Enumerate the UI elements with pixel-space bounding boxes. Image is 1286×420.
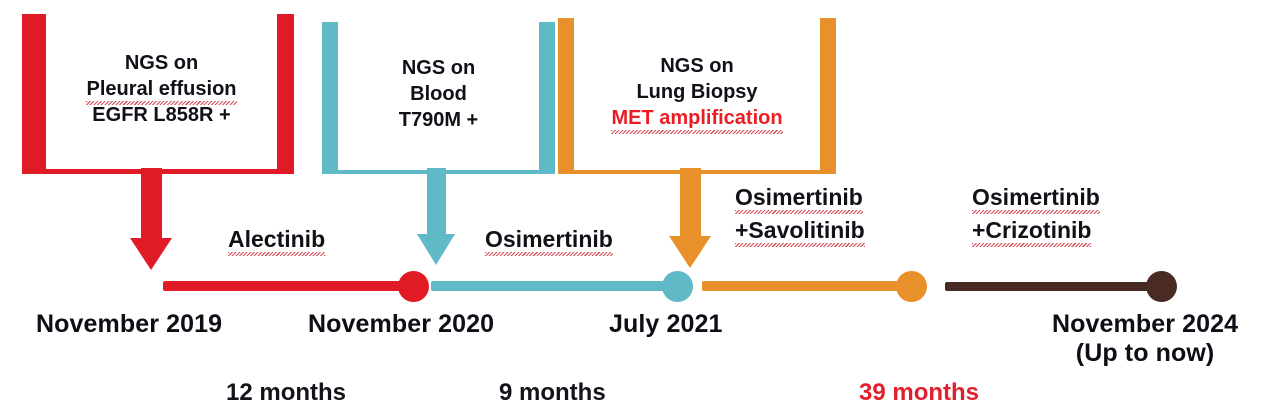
milestone-date: November 2020 <box>308 310 495 338</box>
duration-label-39-months: 39 months <box>859 379 979 407</box>
timeline-segment-teal <box>431 281 676 291</box>
duration-text: 9 months <box>499 379 606 406</box>
connector-stem-red <box>141 168 162 240</box>
milestone-date-sub: (Up to now) <box>1075 339 1215 367</box>
treatment-label-osimertinib-crizotinib: Osimertinib +Crizotinib <box>972 184 1100 248</box>
milestone-date: November 2019 <box>36 310 223 338</box>
milestone-label-november-2019: November 2019 <box>36 310 222 339</box>
timeline-segment-red <box>163 281 413 291</box>
connector-stem-teal <box>427 168 446 236</box>
milestone-label-november-2024: November 2024 (Up to now) <box>1052 310 1238 368</box>
ngs-box-line-1: NGS on <box>401 57 476 79</box>
timeline-dot-savolitinib-end <box>896 271 927 302</box>
ngs-box-line-3: EGFR L858R + <box>92 104 231 126</box>
ngs-box-line-2: Lung Biopsy <box>636 81 758 103</box>
timeline-dot-july-2021 <box>662 271 693 302</box>
connector-stem-orange <box>680 168 701 238</box>
duration-text: 39 months <box>859 379 980 406</box>
treatment-line-2: +Crizotinib <box>972 217 1092 248</box>
timeline-segment-brown <box>945 282 1160 291</box>
milestone-date: November 2024 <box>1052 310 1239 338</box>
duration-text: 12 months <box>226 379 347 406</box>
treatment-label-alectinib: Alectinib <box>228 226 326 257</box>
treatment-line-1: Osimertinib <box>972 184 1100 215</box>
treatment-label-osimertinib-savolitinib: Osimertinib +Savolitinib <box>735 184 865 248</box>
ngs-box-line-3: T790M + <box>398 109 479 131</box>
ngs-box-line-1: NGS on <box>124 52 199 74</box>
connector-arrow-orange <box>669 236 711 268</box>
milestone-label-november-2020: November 2020 <box>308 310 494 339</box>
ngs-box-blood: NGS on Blood T790M + <box>322 18 555 174</box>
duration-label-12-months: 12 months <box>226 379 346 407</box>
ngs-box-lung-biopsy: NGS on Lung Biopsy MET amplification <box>558 14 836 174</box>
connector-arrow-teal <box>417 234 455 265</box>
ngs-box-pleural-effusion: NGS on Pleural effusion EGFR L858R + <box>22 9 294 174</box>
connector-arrow-red <box>130 238 172 270</box>
ngs-box-line-2: Pleural effusion <box>86 78 237 105</box>
timeline-dot-november-2024 <box>1146 271 1177 302</box>
ngs-box-line-2: Blood <box>410 83 467 105</box>
treatment-line-2: +Savolitinib <box>735 217 865 248</box>
timeline-segment-orange <box>702 281 912 291</box>
ngs-box-line-1: NGS on <box>660 55 734 77</box>
treatment-line-1: Osimertinib <box>735 184 863 215</box>
treatment-label-osimertinib: Osimertinib <box>485 226 613 257</box>
treatment-line-1: Osimertinib <box>485 226 613 257</box>
milestone-date: July 2021 <box>609 310 723 338</box>
treatment-line-1: Alectinib <box>228 226 326 257</box>
duration-label-9-months: 9 months <box>499 379 606 407</box>
ngs-box-line-3: MET amplification <box>611 107 783 134</box>
timeline-dot-2019-2020 <box>398 271 429 302</box>
milestone-label-july-2021: July 2021 <box>609 310 723 339</box>
